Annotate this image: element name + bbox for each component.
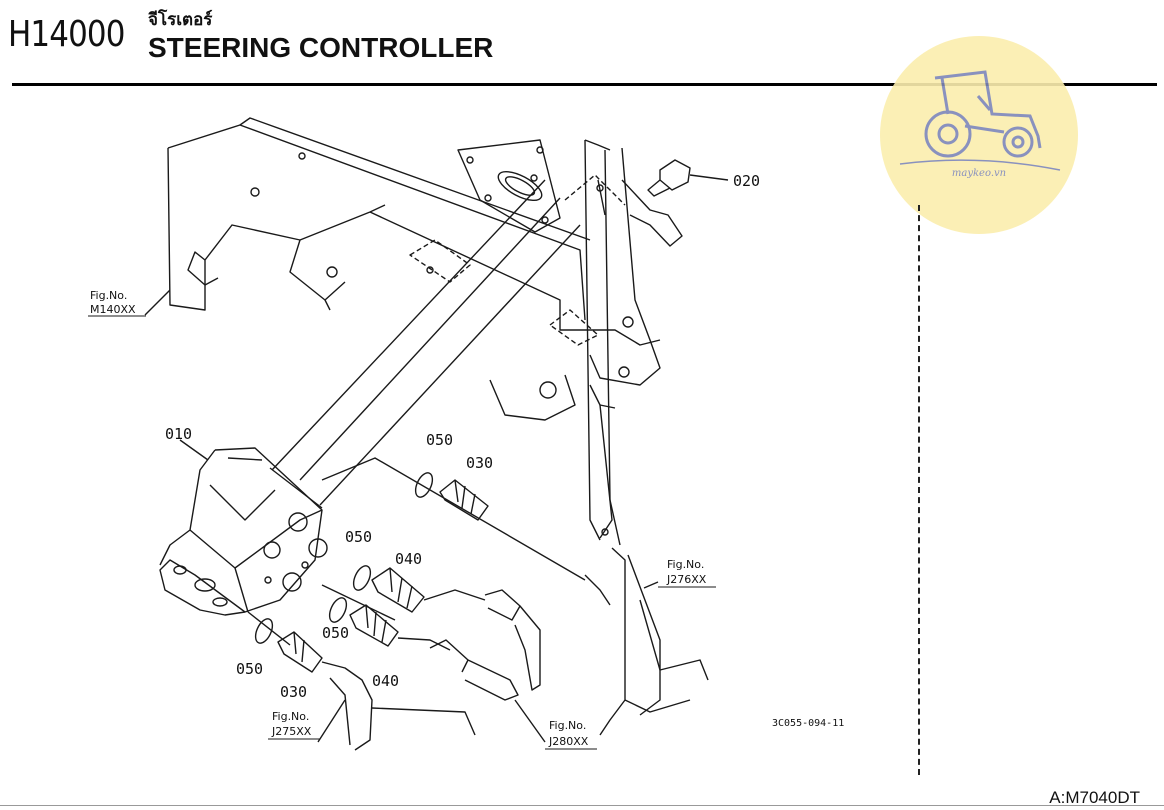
- label-050-top: 050: [426, 431, 453, 449]
- drawing-number: 3C055-094-11: [772, 718, 844, 729]
- fig-ref-j276: Fig.No. J276XX: [658, 558, 716, 588]
- header-rule: [12, 83, 1157, 86]
- o-ring-050-top: [414, 472, 434, 498]
- page-header: H14000 จีโรเตอร์ STEERING CONTROLLER: [0, 0, 1164, 90]
- watermark-text: maykeo.vn: [951, 168, 1007, 179]
- svg-text:Fig.No.: Fig.No.: [667, 558, 704, 571]
- label-050-lower: 050: [322, 624, 349, 642]
- frame-right-plate: [584, 139, 601, 541]
- o-ring-050-lower: [328, 597, 348, 623]
- o-ring-050-left: [254, 618, 274, 644]
- fitting-030-top: [439, 479, 489, 521]
- frame-left-plate: [167, 147, 386, 311]
- label-010: 010: [165, 425, 192, 443]
- fitting-040-bottom: [349, 604, 399, 647]
- fitting-040-mid: [371, 567, 425, 613]
- svg-text:Fig.No.: Fig.No.: [549, 719, 586, 732]
- section-code: H14000: [8, 14, 125, 55]
- label-030-top: 030: [466, 454, 493, 472]
- o-ring-050-mid: [352, 565, 372, 591]
- section-divider: [918, 205, 920, 775]
- svg-text:J276XX: J276XX: [666, 573, 707, 586]
- svg-text:J280XX: J280XX: [548, 735, 589, 748]
- thai-title: จีโรเตอร์: [148, 10, 213, 30]
- tractor-icon: [899, 70, 1061, 171]
- label-050-left: 050: [236, 660, 263, 678]
- bolt-020: [659, 159, 691, 191]
- fig-ref-m140: Fig.No. M140XX: [88, 289, 146, 317]
- model-code: A:M7040DT: [1049, 788, 1140, 807]
- svg-text:J275XX: J275XX: [271, 725, 312, 738]
- svg-text:Fig.No.: Fig.No.: [90, 289, 127, 302]
- watermark-logo: maykeo.vn: [880, 36, 1078, 234]
- label-030-bottom: 030: [280, 683, 307, 701]
- column-flange: [457, 139, 561, 233]
- label-040-bottom: 040: [372, 672, 399, 690]
- page-title: STEERING CONTROLLER: [148, 32, 494, 63]
- svg-text:Fig.No.: Fig.No.: [272, 710, 309, 723]
- label-040-mid: 040: [395, 550, 422, 568]
- frame-top-beam: [167, 124, 586, 321]
- label-050-mid: 050: [345, 528, 372, 546]
- fitting-030-bottom: [277, 631, 323, 673]
- footer-rule: [0, 805, 1164, 806]
- svg-text:M140XX: M140XX: [90, 303, 136, 316]
- steering-shaft: [271, 179, 546, 471]
- fig-ref-j275: Fig.No. J275XX: [268, 710, 320, 740]
- label-020: 020: [733, 172, 760, 190]
- fig-ref-j280: Fig.No. J280XX: [545, 719, 597, 750]
